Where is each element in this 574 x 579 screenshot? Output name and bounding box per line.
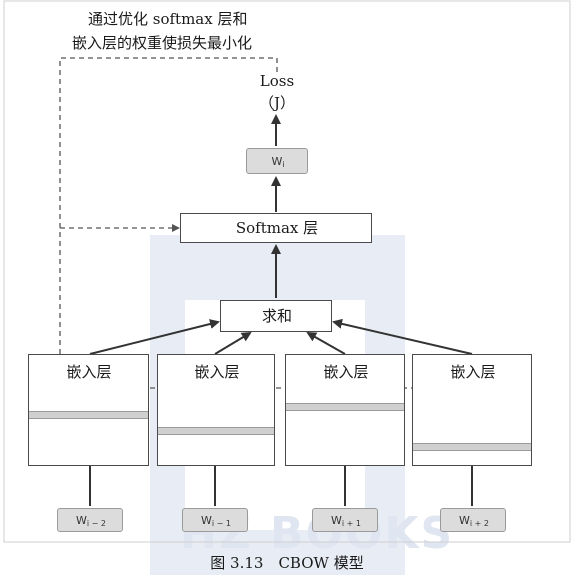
input-node-2-label: Wi − 1 [201,515,231,528]
sum-box: 求和 [220,300,332,332]
sum-label: 求和 [261,307,293,325]
input-node-2: Wi − 1 [182,508,248,532]
annotation-line-1: 通过优化 softmax 层和 [88,10,248,28]
softmax-box: Softmax 层 [180,213,372,243]
arrow-emb2-to-sum [214,331,252,355]
softmax-label: Softmax 层 [235,219,319,237]
output-node: Wi [246,148,308,174]
arrow-emb4-to-sum [332,318,473,355]
embedding-label-3: 嵌入层 [323,363,369,381]
input-node-2-sub: i − 1 [211,519,231,528]
input-node-1: Wi − 2 [57,508,123,532]
embedding-bar-3 [286,403,404,411]
input-node-1-sub: i − 2 [86,519,106,528]
embedding-label-4: 嵌入层 [450,363,496,381]
arrow-emb1-to-sum [89,319,220,355]
input-node-4: Wi + 2 [440,508,506,532]
dashed-top-path [56,57,278,412]
input-node-4-label: Wi + 2 [459,515,489,528]
output-node-sub: i [282,160,285,169]
embedding-layer-1: 嵌入层 [28,354,149,466]
arrow-emb3-to-sum [306,332,346,355]
figure-caption: 图 3.13 CBOW 模型 [210,554,364,572]
embedding-label-1: 嵌入层 [66,363,112,381]
input-node-3-sub: i + 1 [341,519,361,528]
output-node-label: Wi [271,156,284,169]
input-node-4-sub: i + 2 [469,519,489,528]
embedding-bar-1 [29,411,148,419]
annotation-line-2: 嵌入层的权重使损失最小化 [72,34,253,52]
loss-label: Loss [259,72,295,90]
input-node-3-label: Wi + 1 [331,515,361,528]
output-node-base: W [271,155,283,168]
input-node-3: Wi + 1 [312,508,378,532]
embedding-layer-4: 嵌入层 [412,354,532,466]
outer-border [3,0,571,543]
input-node-2-base: W [201,514,212,527]
embedding-bar-2 [158,427,274,435]
input-node-1-base: W [76,514,87,527]
embedding-label-2: 嵌入层 [194,363,240,381]
embedding-layer-3: 嵌入层 [285,354,405,466]
loss-symbol: （J） [258,94,296,112]
embedding-bar-4 [413,443,531,451]
input-node-1-label: Wi − 2 [76,515,106,528]
input-node-4-base: W [459,514,470,527]
embedding-layer-2: 嵌入层 [157,354,275,466]
input-node-3-base: W [331,514,342,527]
